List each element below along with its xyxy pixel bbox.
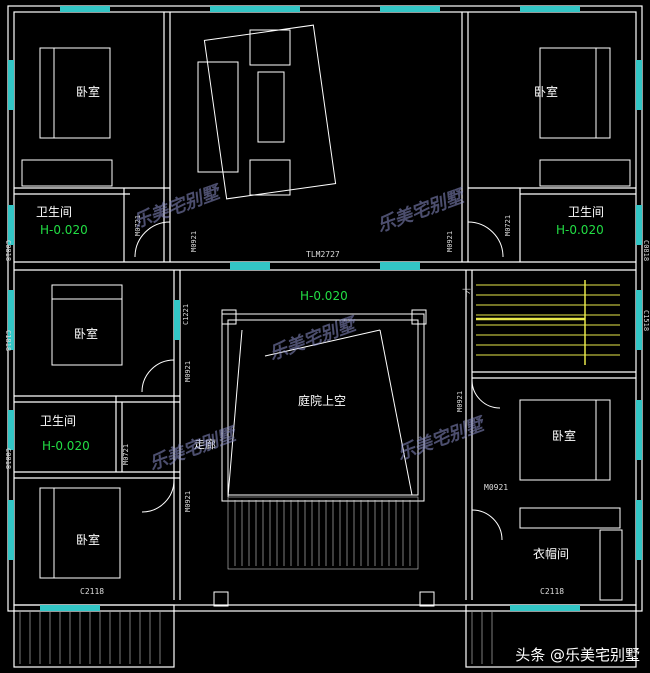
room-label-bedroom-w: 卧室	[74, 326, 98, 341]
mark-c1818: C1818	[4, 330, 12, 351]
mark-m0921-e: M0921	[456, 391, 464, 412]
watermark-1: 乐美宅别墅	[131, 181, 226, 233]
level-bath-ne: H-0.020	[556, 223, 604, 237]
watermark-2: 乐美宅别墅	[375, 185, 470, 237]
wardrobes	[21, 159, 631, 601]
mark-m0921-b: M0921	[446, 231, 454, 252]
mark-tlm: TLM2727	[306, 250, 340, 259]
watermark-5: 乐美宅别墅	[147, 423, 242, 475]
mark-c1518: C1518	[642, 310, 650, 331]
room-label-bedroom-sw: 卧室	[76, 532, 100, 547]
mark-stairs-down: 下	[462, 289, 471, 299]
room-label-courtyard: 庭院上空	[298, 393, 346, 408]
mark-c0818-c: C0818	[642, 240, 650, 261]
footer-prefix: 头条	[515, 646, 546, 664]
mark-m0921-d: M0921	[184, 491, 192, 512]
mark-m0721-a: M0721	[134, 215, 142, 236]
windows	[8, 6, 642, 611]
sofa-set	[197, 24, 337, 200]
watermark-3: 乐美宅别墅	[267, 313, 362, 365]
room-label-closet: 衣帽间	[533, 546, 569, 561]
door-swings	[134, 221, 504, 541]
mark-c2118-sw: C2118	[80, 587, 104, 596]
walls	[7, 5, 643, 668]
room-label-bath-ne: 卫生间	[568, 205, 604, 219]
watermark-4: 乐美宅别墅	[395, 413, 490, 465]
mark-m0921-c: M0921	[184, 361, 192, 382]
mark-c0818-b: C0818	[4, 448, 12, 469]
level-courtyard: H-0.020	[300, 289, 348, 303]
footer-handle: @乐美宅别墅	[549, 646, 640, 664]
mark-c2118-se: C2118	[540, 587, 564, 596]
room-label-bath-nw: 卫生间	[36, 205, 72, 219]
mark-m0921-a: M0921	[190, 231, 198, 252]
room-label-bedroom-se: 卧室	[552, 428, 576, 443]
room-label-bedroom-nw: 卧室	[76, 84, 100, 99]
courtyard-outline	[213, 309, 435, 607]
footer-credit: 头条 @乐美宅别墅	[515, 644, 640, 665]
level-bath-nw: H-0.020	[40, 223, 88, 237]
room-label-corridor: 走廊	[194, 437, 216, 451]
level-bath-w: H-0.020	[42, 439, 90, 453]
mark-c1221: C1221	[182, 304, 190, 325]
mark-m0921-f: M0921	[484, 483, 508, 492]
staircase	[476, 280, 620, 365]
beds	[39, 47, 611, 579]
mark-m0721-b: M0721	[504, 215, 512, 236]
room-label-bath-w: 卫生间	[40, 414, 76, 428]
mark-c0818-a: C0818	[4, 240, 12, 261]
veranda-hatch	[19, 496, 493, 664]
room-label-bedroom-ne: 卧室	[534, 84, 558, 99]
mark-m0721-c: M0721	[122, 444, 130, 465]
